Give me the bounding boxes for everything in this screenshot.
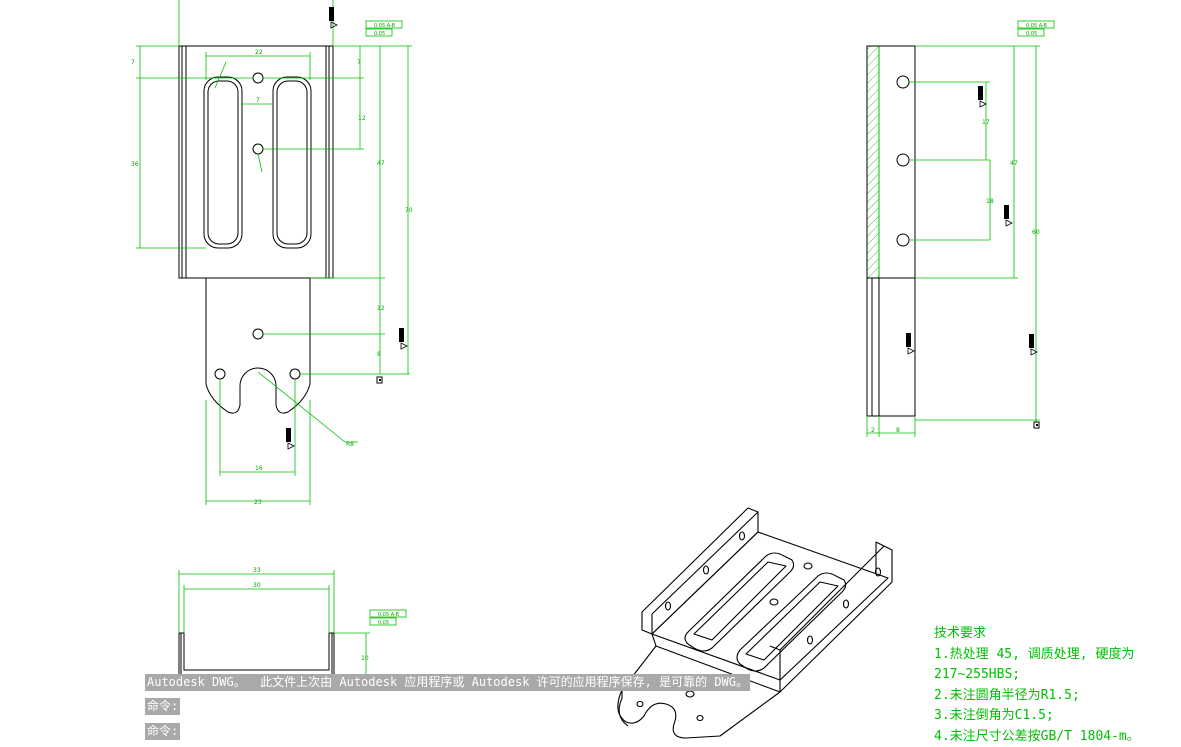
svg-text:R8: R8 (346, 441, 354, 448)
command-prompt-2[interactable]: 命令: (145, 723, 180, 740)
hole (215, 369, 225, 379)
svg-text:0.05: 0.05 (378, 620, 389, 626)
hole (897, 76, 909, 88)
svg-text:7: 7 (131, 59, 135, 66)
svg-text:0.05: 0.05 (374, 31, 385, 37)
front-view (179, 633, 334, 676)
svg-text:22: 22 (255, 49, 263, 56)
svg-text:12: 12 (377, 305, 385, 312)
svg-text:0.05 A-B: 0.05 A-B (1026, 23, 1048, 29)
svg-text:18: 18 (986, 198, 994, 205)
svg-text:7: 7 (256, 97, 260, 104)
gdt-frame: 0.05 A-B 0.05 (366, 21, 402, 37)
isometric-view (618, 508, 892, 738)
hole (290, 369, 300, 379)
tab-outline (206, 278, 310, 413)
side-view-dimensions (867, 46, 1040, 437)
svg-text:0.05: 0.05 (1026, 31, 1037, 37)
channel-outline (179, 633, 334, 676)
front-view-dimensions (179, 570, 370, 676)
svg-text:8: 8 (896, 427, 900, 434)
tech-title: 技术要求 (934, 624, 1140, 645)
hole (253, 144, 263, 154)
command-prompt-1[interactable]: 命令: (145, 698, 180, 715)
roughness-symbols (286, 7, 407, 449)
plate-outline (179, 46, 333, 278)
svg-text:60: 60 (1032, 229, 1040, 236)
svg-text:47: 47 (377, 160, 385, 167)
front-view-dim-text: 33 30 10 (253, 567, 369, 662)
gdt-frame: 0.05 A-B 0.05 (1018, 21, 1054, 37)
side-view (867, 46, 915, 416)
slot-left (204, 77, 242, 248)
svg-text:70: 70 (405, 207, 413, 214)
svg-text:8: 8 (377, 351, 381, 358)
svg-text:16: 16 (255, 465, 263, 472)
svg-text:23: 23 (254, 499, 262, 506)
hole (253, 329, 263, 339)
svg-text:2: 2 (871, 427, 875, 434)
svg-text:12: 12 (358, 115, 366, 122)
tech-line-3: 3.未注倒角为C1.5; (934, 706, 1140, 727)
hole (253, 73, 263, 83)
svg-text:7: 7 (357, 59, 361, 66)
slot-right (273, 77, 311, 248)
hole (897, 234, 909, 246)
tech-line-1b: 217~255HBS; (934, 665, 1140, 686)
svg-text:0.05 A-B: 0.05 A-B (378, 612, 400, 618)
svg-text:10: 10 (361, 655, 369, 662)
side-view-dim-text: 17 18 47 60 2 8 (871, 119, 1040, 434)
side-roughness-symbols (906, 86, 1039, 428)
top-view-dimensions (136, 0, 412, 505)
gdt-frame: 0.05 A-B 0.05 (370, 610, 406, 626)
svg-text:30: 30 (253, 582, 261, 589)
svg-text:0.05 A-B: 0.05 A-B (374, 23, 396, 29)
svg-text:47: 47 (1010, 160, 1018, 167)
command-history-message: Autodesk DWG。 此文件上次由 Autodesk 应用程序或 Auto… (145, 674, 750, 691)
svg-text:17: 17 (982, 119, 990, 126)
svg-text:33: 33 (253, 567, 261, 574)
tech-line-2: 2.未注圆角半径为R1.5; (934, 686, 1140, 707)
hole (897, 154, 909, 166)
tech-line-4: 4.未注尺寸公差按GB/T 1804-m。 (934, 727, 1140, 747)
tech-line-1a: 1.热处理 45, 调质处理, 硬度为 (934, 645, 1140, 666)
svg-text:36: 36 (131, 161, 139, 168)
